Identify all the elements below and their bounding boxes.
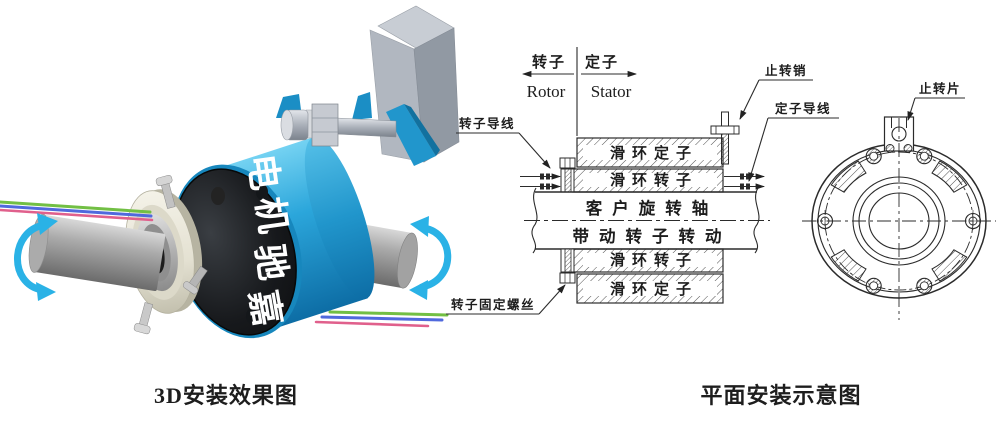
stop-pin-label: 止转销 <box>765 63 807 78</box>
mounting-bolt <box>280 103 397 147</box>
rotor-lead-wires <box>520 173 561 190</box>
stator-wire-label: 定子导线 <box>774 101 831 116</box>
rotor-fix-screw-label: 转子固定螺丝 <box>451 297 535 312</box>
shaft-label-1: 客户旋转轴 <box>585 198 719 218</box>
slipring-stator-top: 滑环定子 <box>576 137 724 168</box>
rotor-stator-header: 转子 Rotor 定子 Stator <box>522 47 637 136</box>
left-shaft <box>28 213 166 292</box>
face-screw <box>211 187 225 205</box>
rotor-peg <box>182 265 208 295</box>
stator-label-cn: 定子 <box>585 53 619 71</box>
front-view-diagram: 止转片 <box>802 81 996 320</box>
stop-pin-callout: 止转销 <box>739 63 813 120</box>
face-bolt-hole <box>246 308 258 324</box>
top-stator-label: 滑环定子 <box>610 144 698 162</box>
brand-char: 嘉 <box>242 287 289 330</box>
brand-char: 驰 <box>249 241 295 282</box>
slip-ring-body <box>171 136 375 339</box>
bolt-hole <box>916 148 933 165</box>
flange-screw-bottom <box>133 302 154 335</box>
bottom-stator-label: 滑环定子 <box>610 280 698 298</box>
bolt-hole <box>865 277 882 294</box>
rotor-wires-left <box>0 200 154 222</box>
caption-3d: 3D安装效果图 <box>154 383 298 408</box>
slipring-rotor-bottom: 滑环转子 <box>559 248 724 284</box>
shaft-label-2: 带动转子转动 <box>573 226 732 246</box>
rotation-arrow-right <box>409 216 452 300</box>
body-brand-text: 电 机 驰 嘉 <box>241 151 295 329</box>
bolt-hole <box>865 148 882 165</box>
rotation-arrow-left <box>14 213 58 301</box>
contact-slots <box>830 160 968 282</box>
brand-char: 机 <box>249 194 295 235</box>
figure-3d: 电 机 驰 嘉 <box>0 5 460 339</box>
bolt-hole <box>916 277 933 294</box>
rotor-label-cn: 转子 <box>532 53 566 71</box>
stator-lead-wires <box>724 173 765 190</box>
rotor-label-en: Rotor <box>527 82 566 101</box>
rotor-wire-label: 转子导线 <box>459 116 515 131</box>
stop-tab-label: 止转片 <box>919 81 961 96</box>
brand-char: 电 <box>241 151 287 192</box>
stop-pin <box>710 111 740 165</box>
rotor-wires-right <box>314 310 449 328</box>
caption-diagram: 平面安装示意图 <box>700 383 861 408</box>
centerlines <box>802 118 996 320</box>
rotor-wire-callout: 转子导线 <box>456 116 551 169</box>
rotor-fix-screw-callout: 转子固定螺丝 <box>446 284 566 315</box>
face-bolt-hole <box>256 184 268 200</box>
slipring-rotor-top: 滑环转子 <box>559 157 724 193</box>
stator-label-en: Stator <box>591 82 632 101</box>
flange-screw-top <box>155 175 176 209</box>
bracket-fin-right <box>352 92 440 166</box>
cross-section-diagram: 转子 Rotor 定子 Stator 滑环定子 滑环转子 <box>446 47 839 315</box>
customer-shaft: 客户旋转轴 带动转子转动 <box>524 187 770 254</box>
top-rotor-label: 滑环转子 <box>610 171 698 189</box>
stop-tab-callout: 止转片 <box>907 81 965 121</box>
bottom-rotor-label: 滑环转子 <box>610 251 698 269</box>
stator-wire-callout: 定子导线 <box>748 101 839 182</box>
slipring-stator-bottom: 滑环定子 <box>576 273 724 304</box>
